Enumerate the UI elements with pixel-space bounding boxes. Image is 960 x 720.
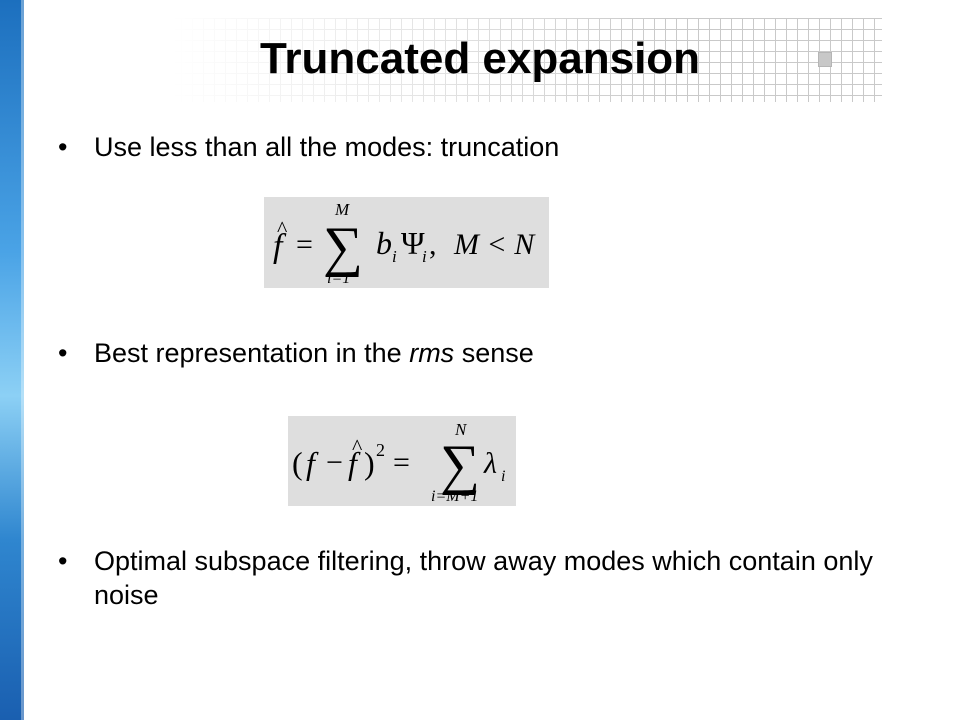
bullet-dot: • bbox=[58, 132, 68, 162]
eq1-lower-limit: i=1 bbox=[327, 270, 350, 287]
grid-accent-square bbox=[818, 52, 832, 67]
equation-rms-error: ( f − ^ f ) 2 = N ∑ i=M+1 λ i bbox=[288, 416, 516, 506]
equation-truncated-sum: ^ f = M ∑ i=1 b i Ψ i , M < N bbox=[264, 197, 549, 288]
eq1-upper-limit: M bbox=[334, 200, 350, 219]
eq2-lambda: λ bbox=[483, 447, 497, 480]
eq2-hat: ^ bbox=[352, 434, 363, 459]
bullet-text: Optimal subspace filtering, throw away m… bbox=[94, 546, 873, 610]
bullet-truncation: • Use less than all the modes: truncatio… bbox=[58, 130, 918, 164]
eq1-b-sub: i bbox=[392, 247, 397, 266]
eq2-upper-limit: N bbox=[454, 420, 468, 439]
eq2-power: 2 bbox=[376, 440, 385, 460]
eq1-psi: Ψ bbox=[401, 225, 425, 261]
bullet-subspace-filtering: • Optimal subspace filtering, throw away… bbox=[58, 544, 918, 612]
left-accent-bar bbox=[0, 0, 24, 720]
eq1-comma: , bbox=[429, 228, 437, 261]
eq2-minus: − bbox=[326, 446, 343, 479]
bullet-dot: • bbox=[58, 546, 68, 576]
rms-emphasis: rms bbox=[409, 338, 455, 368]
slide-title: Truncated expansion bbox=[259, 34, 701, 83]
eq2-f: f bbox=[306, 445, 319, 481]
eq1-equals: = bbox=[296, 228, 313, 261]
eq2-close-paren: ) bbox=[364, 445, 375, 481]
eq1-condition: M < N bbox=[453, 228, 536, 261]
eq2-equals: = bbox=[393, 446, 410, 479]
eq1-sum-sign: ∑ bbox=[323, 216, 363, 278]
bullet-rms: • Best representation in the rms sense bbox=[58, 336, 918, 370]
bullet-text: Use less than all the modes: truncation bbox=[94, 132, 560, 162]
eq2-lambda-sub: i bbox=[501, 468, 505, 485]
eq1-b: b bbox=[376, 225, 392, 261]
grid-decoration bbox=[170, 18, 882, 102]
eq1-psi-sub: i bbox=[422, 247, 427, 266]
eq2-sum-sign: ∑ bbox=[440, 434, 480, 496]
eq2-open-paren: ( bbox=[292, 445, 303, 481]
eq2-lower-limit: i=M+1 bbox=[431, 488, 478, 505]
bullet-text: Best representation in the rms sense bbox=[94, 338, 534, 368]
eq1-hat: ^ bbox=[277, 216, 288, 241]
bullet-dot: • bbox=[58, 338, 68, 368]
